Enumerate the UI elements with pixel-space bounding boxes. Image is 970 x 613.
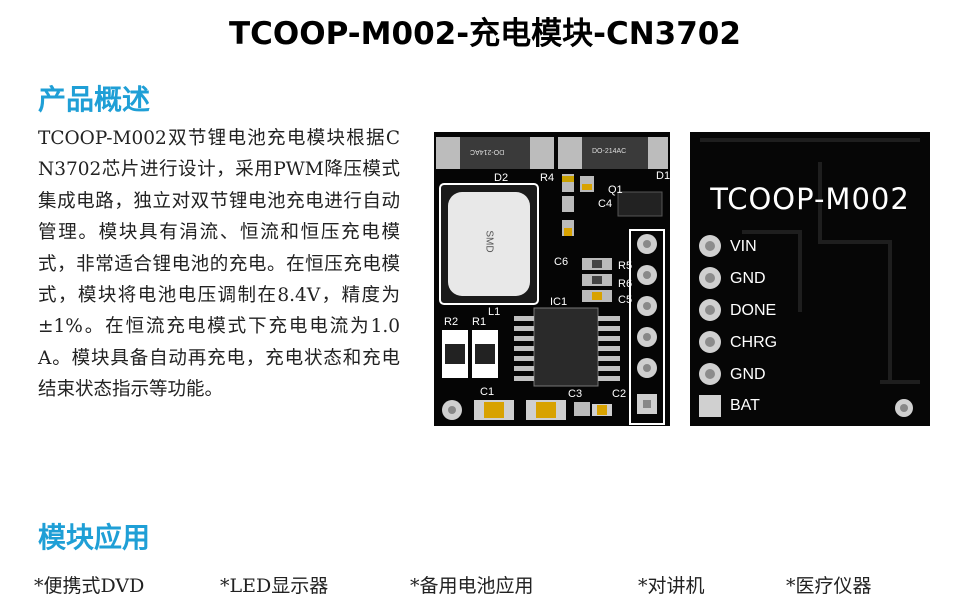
silk-q1: Q1 (608, 184, 623, 196)
application-item: *备用电池应用 (410, 575, 534, 597)
silk-diode-left: DO-214AC (470, 148, 505, 155)
silk-c5: C5 (618, 294, 633, 306)
silk-r4: R4 (540, 172, 555, 184)
silk-c1: C1 (480, 386, 495, 398)
board-back-drawing (690, 132, 930, 426)
board-back-image: TCOOP-M002 VIN GND DONE CHRG GND BAT (690, 132, 930, 426)
application-item: *LED显示器 (220, 575, 329, 597)
silk-c3: C3 (568, 388, 583, 400)
page-title: TCOOP-M002-充电模块-CN3702 (229, 16, 741, 52)
application-item: *对讲机 (638, 575, 705, 597)
pin-label-done: DONE (730, 302, 777, 319)
overview-text: TCOOP-M002双节锂电池充电模块根据CN3702芯片进行设计，采用PWM降… (38, 128, 400, 401)
silk-inductor: SMD (483, 230, 495, 253)
applications-heading: 模块应用 (38, 521, 151, 554)
applications-list: *便携式DVD *LED显示器 *备用电池应用 *对讲机 *医疗仪器 (34, 571, 954, 601)
silk-ic1: IC1 (550, 296, 568, 308)
silk-d2: D2 (494, 172, 509, 184)
application-item: *医疗仪器 (786, 575, 872, 597)
board-front-drawing (434, 132, 670, 426)
board-front-image: D2 R4 D1 Q1 C4 C6 R5 R6 C5 L1 IC1 R2 R1 … (434, 132, 670, 426)
application-item: *便携式DVD (34, 575, 145, 597)
silk-c2: C2 (612, 388, 627, 400)
silk-r6: R6 (618, 278, 633, 290)
board-back-name: TCOOP-M002 (710, 182, 910, 216)
silk-d1: D1 (656, 170, 671, 182)
overview-heading: 产品概述 (38, 83, 151, 116)
silk-diode-right: DO-214AC (592, 148, 627, 155)
pin-label-gnd-2: GND (730, 366, 766, 383)
silk-l1: L1 (488, 306, 501, 318)
silk-r5: R5 (618, 260, 633, 272)
pin-label-vin: VIN (730, 238, 757, 255)
silk-c4: C4 (598, 198, 613, 210)
silk-r2: R2 (444, 316, 459, 328)
silk-c6: C6 (554, 256, 569, 268)
silk-r1: R1 (472, 316, 487, 328)
pin-label-chrg: CHRG (730, 334, 778, 351)
pin-label-bat: BAT (730, 397, 760, 414)
pin-label-gnd-1: GND (730, 270, 766, 287)
